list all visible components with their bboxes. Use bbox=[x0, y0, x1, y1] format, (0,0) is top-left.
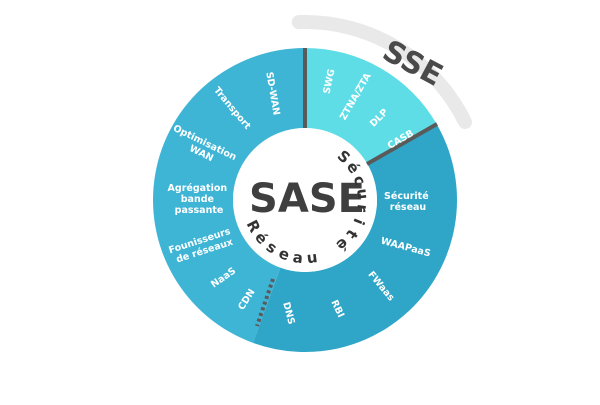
ring-letter: r bbox=[353, 203, 372, 213]
label-swg: SWG bbox=[322, 68, 338, 95]
ring-letter: u bbox=[306, 248, 319, 267]
label-securite-reseau: Sécurité réseau bbox=[384, 191, 432, 213]
label-agregation: Agrégation bande passante bbox=[168, 183, 231, 216]
inner-circle bbox=[233, 128, 377, 272]
ring-letter: a bbox=[292, 248, 304, 267]
network-segment bbox=[152, 48, 305, 343]
security-segment bbox=[253, 124, 458, 353]
center-title: SASE bbox=[249, 176, 365, 222]
divider-dotted-network-security bbox=[255, 278, 275, 327]
sse-segment bbox=[305, 48, 437, 164]
divider-sse-security bbox=[366, 122, 438, 166]
sse-arc bbox=[291, 15, 472, 129]
ring-letter: i bbox=[349, 216, 368, 228]
ring-letter: u bbox=[353, 188, 372, 201]
